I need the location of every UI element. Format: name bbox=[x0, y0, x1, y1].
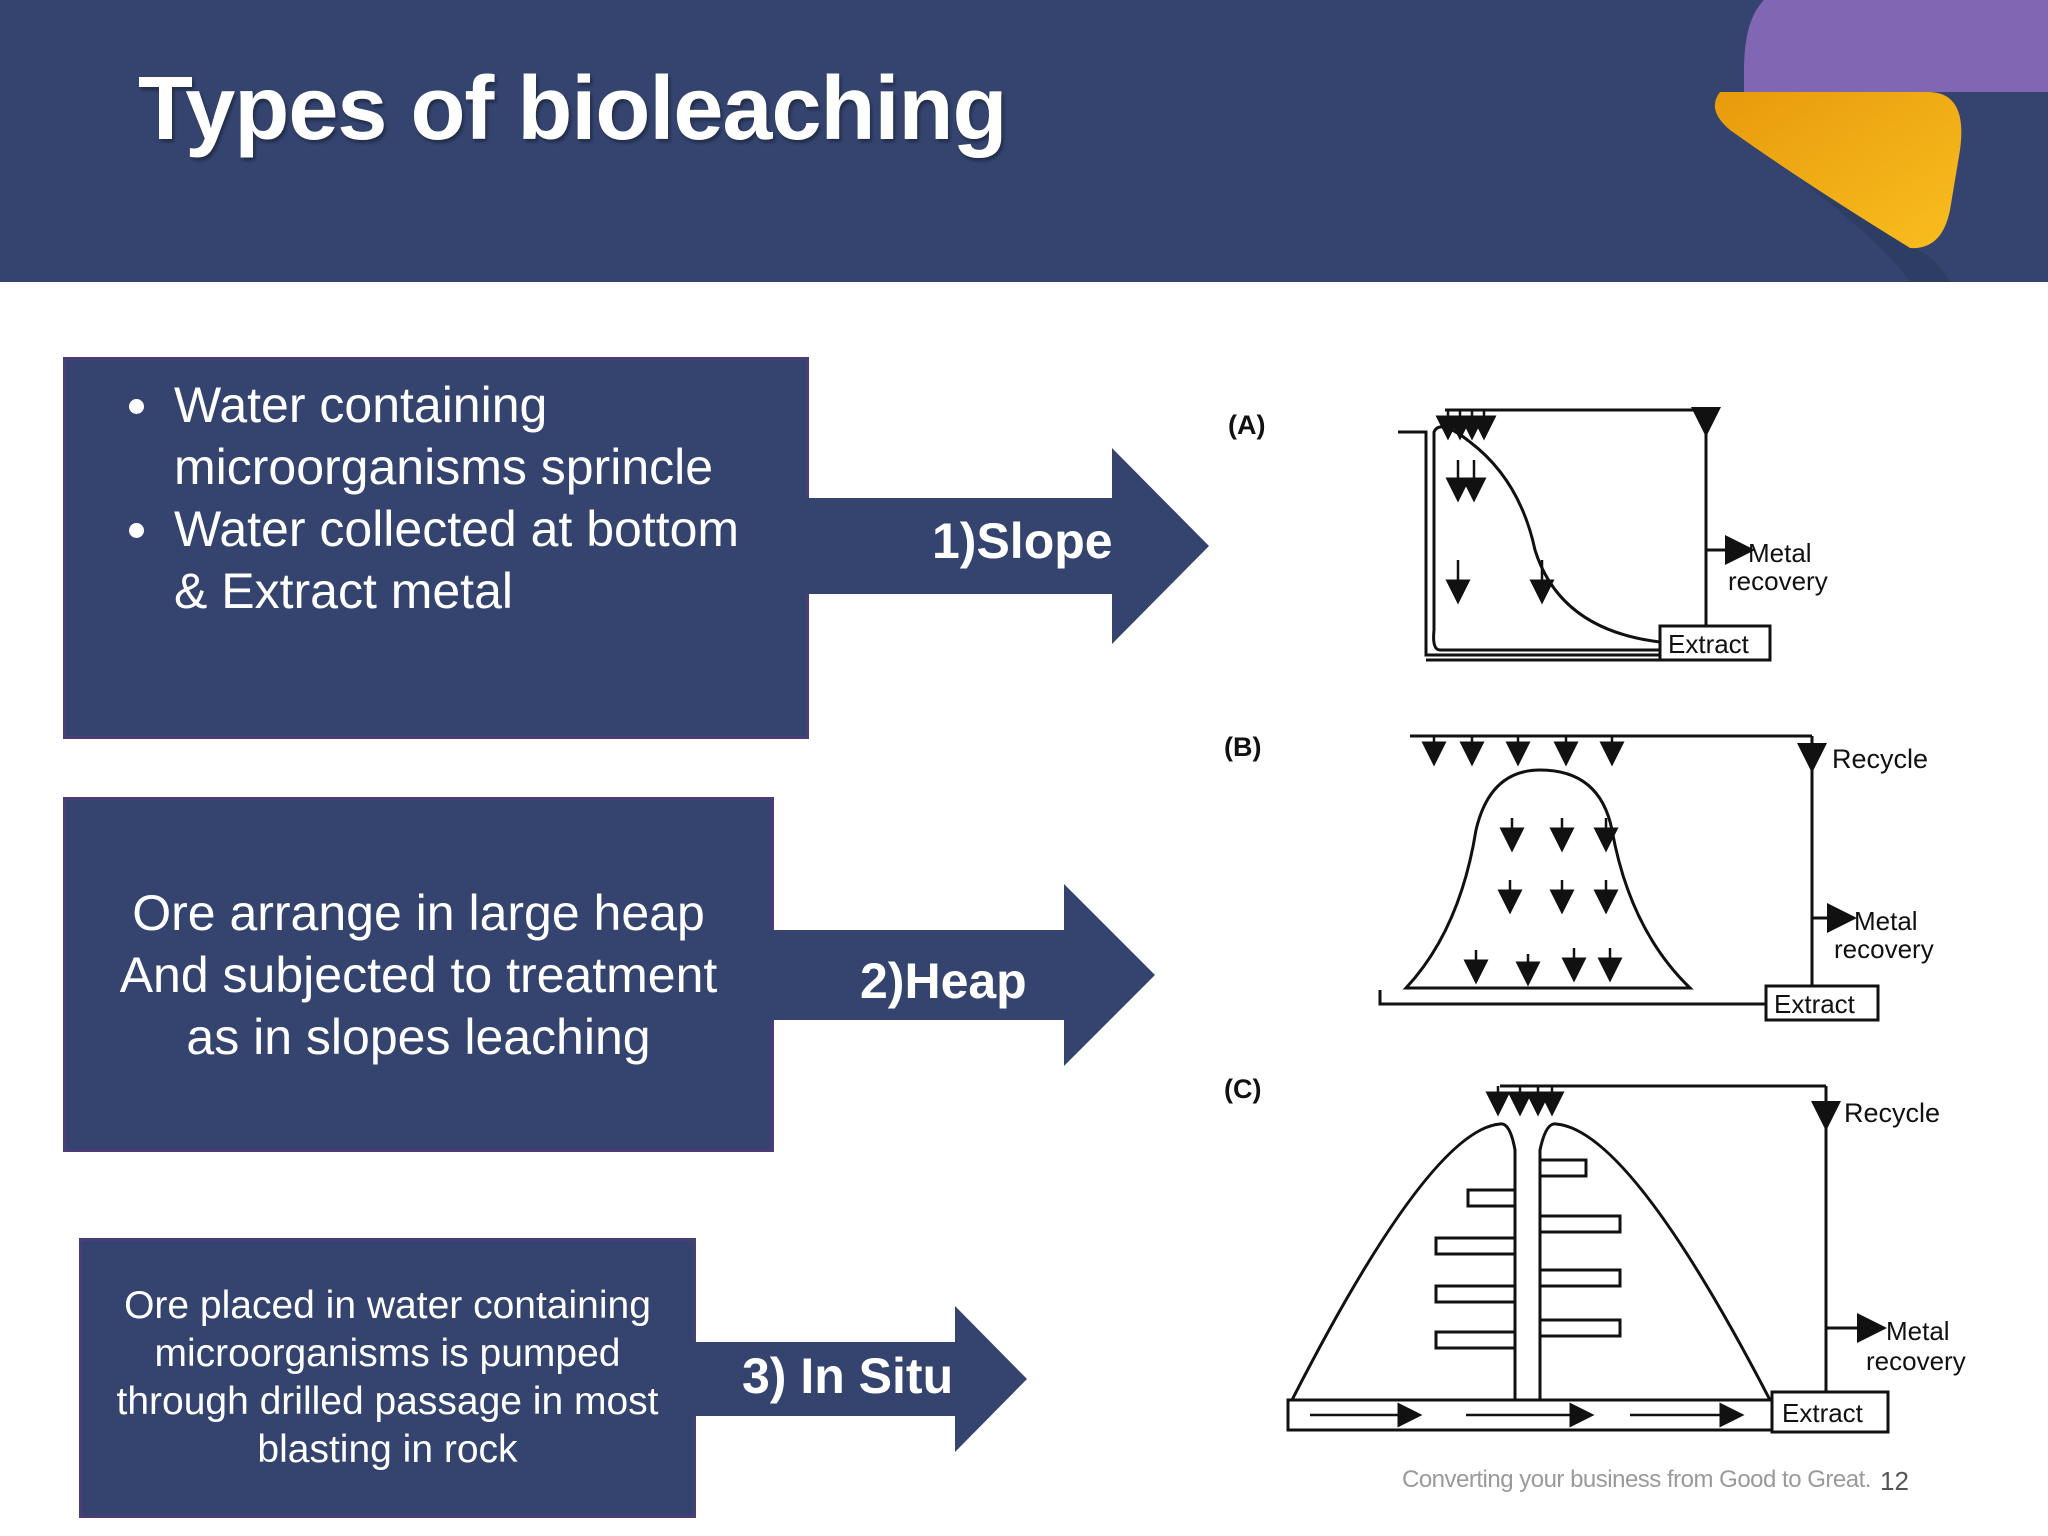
insitu-description: Ore placed in water containing microorga… bbox=[116, 1284, 659, 1471]
diagram-b-extract: Extract bbox=[1774, 989, 1856, 1019]
diagram-a-tag: (A) bbox=[1228, 410, 1265, 440]
page-number: 12 bbox=[1880, 1466, 1909, 1496]
diagram-insitu: (C) Extract Recyc bbox=[1224, 1074, 1966, 1434]
bioleaching-diagram: (A) Extract Metal recovery (B) bbox=[1224, 407, 1966, 1434]
heap-label: 2)Heap bbox=[860, 953, 1027, 1009]
diagram-a-spray-arrows bbox=[1435, 410, 1555, 605]
diagram-b-metal: Metal bbox=[1854, 906, 1918, 936]
diagram-c-metal: Metal bbox=[1886, 1316, 1950, 1346]
diagram-a-extract: Extract bbox=[1668, 629, 1750, 659]
slope-description-box: Water containing microorganisms sprincle… bbox=[63, 357, 809, 739]
diagram-b-recovery: recovery bbox=[1834, 934, 1934, 964]
slope-bullet-list: Water containing microorganisms sprincle… bbox=[86, 374, 786, 622]
diagram-c-extract: Extract bbox=[1782, 1398, 1864, 1428]
heap-description-box: Ore arrange in large heap And subjected … bbox=[63, 797, 774, 1152]
diagram-c-recycle: Recycle bbox=[1844, 1098, 1940, 1128]
slide-title: Types of bioleaching bbox=[138, 59, 1007, 159]
heap-description: Ore arrange in large heap And subjected … bbox=[119, 884, 718, 1065]
diagram-c-arrows bbox=[1485, 1086, 1565, 1117]
insitu-description-box: Ore placed in water containing microorga… bbox=[79, 1238, 696, 1518]
diagram-c-recovery: recovery bbox=[1866, 1346, 1966, 1376]
diagram-slope: (A) Extract Metal recovery bbox=[1228, 407, 1828, 662]
diagram-a-metal: Metal bbox=[1748, 538, 1812, 568]
slope-bullet-2: Water collected at bottom & Extract meta… bbox=[166, 498, 786, 622]
diagram-b-tag: (B) bbox=[1224, 732, 1261, 762]
header-banner bbox=[0, 0, 2048, 282]
slope-bullet-1: Water containing microorganisms sprincle bbox=[166, 374, 786, 498]
diagram-b-arrows bbox=[1421, 736, 1625, 987]
diagram-a-recovery: recovery bbox=[1728, 566, 1828, 596]
slope-label: 1)Slope bbox=[932, 513, 1113, 569]
ribbon-decoration bbox=[1714, 0, 2048, 282]
diagram-c-tag: (C) bbox=[1224, 1074, 1261, 1104]
diagram-c-channels bbox=[1434, 1158, 1622, 1350]
slope-arrow bbox=[806, 448, 1209, 644]
insitu-arrow bbox=[693, 1306, 1027, 1452]
insitu-label: 3) In Situ bbox=[742, 1348, 954, 1404]
heap-arrow bbox=[771, 884, 1155, 1066]
diagram-b-recycle: Recycle bbox=[1832, 744, 1928, 774]
diagram-heap: (B) Extract Recycle Metal recovery bbox=[1224, 732, 1934, 1022]
footer-tagline: Converting your business from Good to Gr… bbox=[1402, 1466, 1871, 1493]
